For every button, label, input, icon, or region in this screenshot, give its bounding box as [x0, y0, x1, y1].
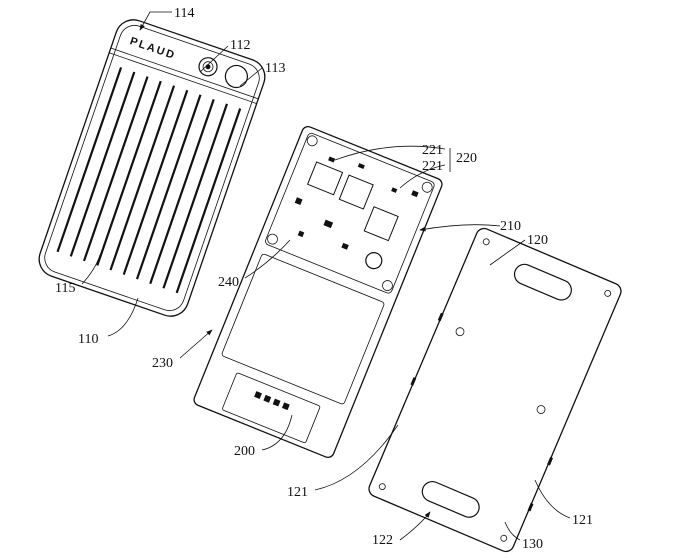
label-200: 200 — [234, 444, 255, 459]
front-shell-110: PLAUD — [38, 19, 266, 317]
label-114: 114 — [174, 6, 194, 21]
label-230: 230 — [152, 356, 173, 371]
label-110: 110 — [78, 332, 98, 347]
label-221-first: 221 — [422, 143, 443, 158]
label-112: 112 — [230, 38, 250, 53]
label-121-left: 121 — [287, 485, 308, 500]
label-130: 130 — [522, 537, 543, 552]
slot-122 — [421, 480, 480, 518]
ridges — [56, 67, 242, 294]
label-220: 220 — [456, 151, 477, 166]
label-121-right: 121 — [572, 513, 593, 528]
back-cover-120 — [368, 227, 622, 553]
reference-numerals: 114 112 113 115 110 221 221 220 210 120 … — [55, 6, 593, 552]
circuit-board-200 — [193, 125, 443, 459]
label-113: 113 — [265, 61, 285, 76]
label-115: 115 — [55, 281, 75, 296]
label-221-second: 221 — [422, 159, 443, 174]
label-210: 210 — [500, 219, 521, 234]
slot-top — [513, 263, 572, 301]
label-122: 122 — [372, 533, 393, 548]
battery-230 — [221, 253, 385, 405]
label-240: 240 — [218, 275, 239, 290]
leader-lines — [81, 11, 571, 541]
label-120: 120 — [527, 233, 548, 248]
